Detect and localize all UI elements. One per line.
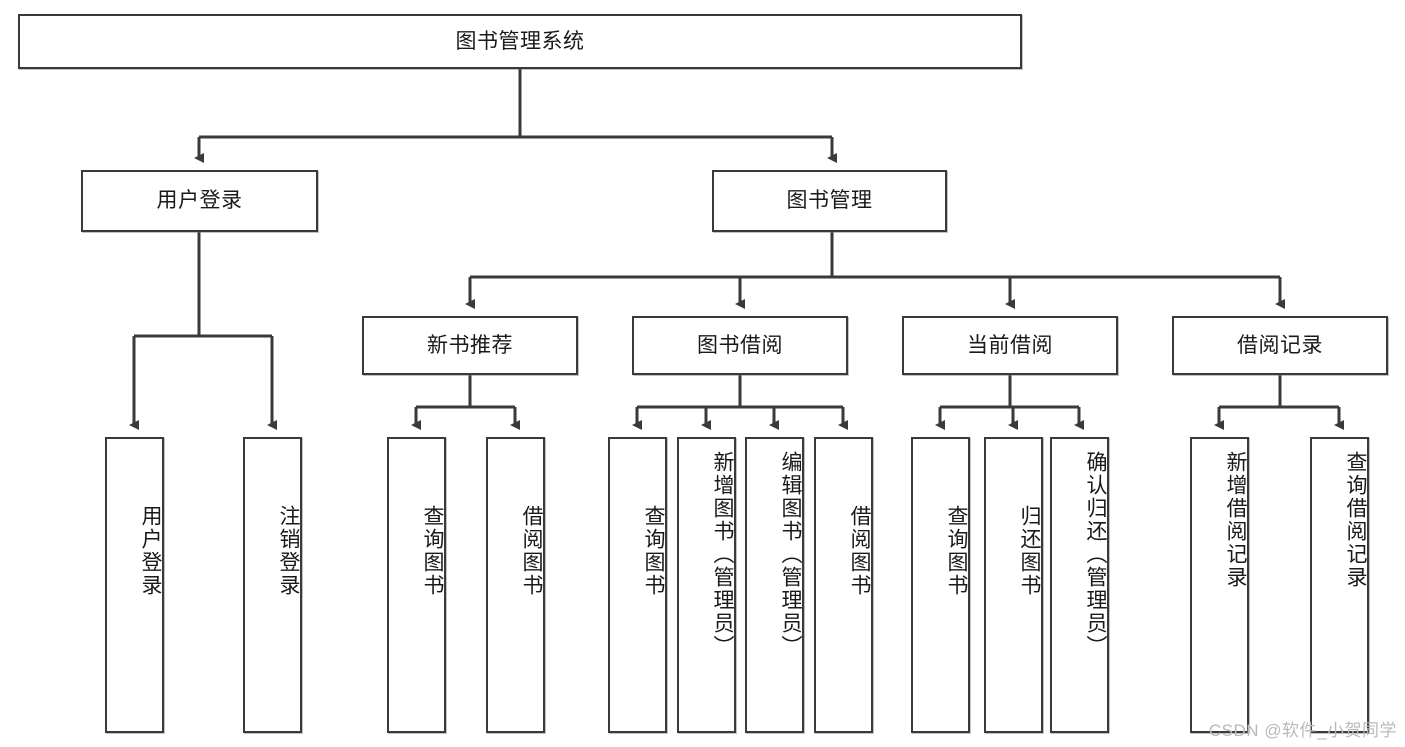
node-label: 用户登录 xyxy=(156,189,243,213)
node-label: 图书借阅 xyxy=(697,333,783,357)
node-label: 图书管理系统 xyxy=(455,29,585,53)
node-label: 查询图书 xyxy=(421,505,444,597)
node-label: 新增图书（管理员） xyxy=(711,451,734,658)
leaf-query-books-current[interactable]: 查询图书 xyxy=(911,437,970,733)
leaf-user-login[interactable]: 用户登录 xyxy=(105,437,164,733)
node-book-borrowing[interactable]: 图书借阅 xyxy=(632,316,848,375)
node-label: 图书管理 xyxy=(786,189,873,213)
node-borrow-records[interactable]: 借阅记录 xyxy=(1172,316,1388,375)
node-label: 借阅图书 xyxy=(520,505,543,597)
node-label: 用户登录 xyxy=(139,505,162,597)
node-label: 借阅图书 xyxy=(848,505,871,597)
leaf-query-books-borrow[interactable]: 查询图书 xyxy=(608,437,667,733)
leaf-query-books-new[interactable]: 查询图书 xyxy=(387,437,446,733)
leaf-edit-book-admin[interactable]: 编辑图书（管理员） xyxy=(745,437,804,733)
node-user-login[interactable]: 用户登录 xyxy=(81,170,318,232)
leaf-add-book-admin[interactable]: 新增图书（管理员） xyxy=(677,437,736,733)
node-label: 新增借阅记录 xyxy=(1224,451,1247,589)
node-label: 查询图书 xyxy=(945,505,968,597)
node-book-management[interactable]: 图书管理 xyxy=(712,170,947,232)
node-label: 新书推荐 xyxy=(427,333,513,357)
leaf-borrow-book[interactable]: 借阅图书 xyxy=(814,437,873,733)
leaf-logout[interactable]: 注销登录 xyxy=(243,437,302,733)
node-label: 注销登录 xyxy=(277,505,300,597)
leaf-query-borrow-record[interactable]: 查询借阅记录 xyxy=(1310,437,1369,733)
leaf-confirm-return-admin[interactable]: 确认归还（管理员） xyxy=(1050,437,1109,733)
node-label: 当前借阅 xyxy=(967,333,1053,357)
leaf-return-book[interactable]: 归还图书 xyxy=(984,437,1043,733)
node-label: 查询图书 xyxy=(642,505,665,597)
node-label: 归还图书 xyxy=(1018,505,1041,597)
node-current-borrowing[interactable]: 当前借阅 xyxy=(902,316,1118,375)
leaf-add-borrow-record[interactable]: 新增借阅记录 xyxy=(1190,437,1249,733)
node-label: 确认归还（管理员） xyxy=(1084,451,1107,658)
node-new-book-recommendation[interactable]: 新书推荐 xyxy=(362,316,578,375)
leaf-borrow-books-new[interactable]: 借阅图书 xyxy=(486,437,545,733)
node-label: 编辑图书（管理员） xyxy=(779,451,802,658)
node-root-system[interactable]: 图书管理系统 xyxy=(18,14,1022,69)
node-label: 查询借阅记录 xyxy=(1344,451,1367,589)
node-label: 借阅记录 xyxy=(1237,333,1323,357)
